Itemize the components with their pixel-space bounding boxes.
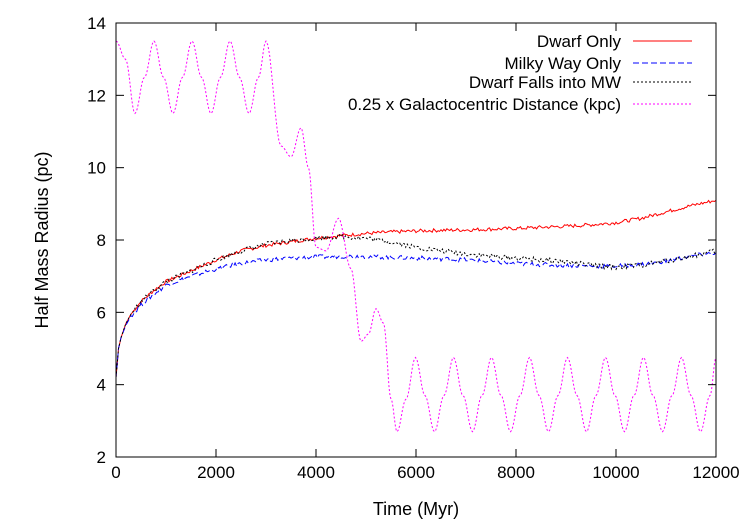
y-tick-label-4: 10: [87, 159, 106, 178]
x-tick-label-4: 8000: [497, 463, 535, 482]
x-tick-label-0: 0: [111, 463, 120, 482]
y-tick-label-2: 6: [97, 303, 106, 322]
series-line-4: [115, 40, 717, 433]
y-tick-label-0: 2: [97, 448, 106, 467]
y-tick-label-6: 14: [87, 14, 106, 33]
x-tick-label-3: 6000: [397, 463, 435, 482]
legend-label-1: Dwarf Only: [537, 32, 622, 51]
y-tick-label-5: 12: [87, 86, 106, 105]
x-tick-label-6: 12000: [692, 463, 739, 482]
x-tick-label-5: 10000: [592, 463, 639, 482]
plot-frame: [115, 22, 717, 458]
legend-label-4: 0.25 x Galactocentric Distance (kpc): [348, 95, 621, 114]
y-tick-label-1: 4: [97, 376, 106, 395]
x-axis-title: Time (Myr): [373, 499, 459, 519]
legend-label-2: Milky Way Only: [505, 54, 622, 73]
series-line-1: [115, 199, 717, 378]
legend-label-3: Dwarf Falls into MW: [469, 73, 621, 92]
x-tick-label-1: 2000: [197, 463, 235, 482]
y-tick-label-3: 8: [97, 231, 106, 250]
series-line-3: [115, 233, 717, 378]
series-layer: [115, 40, 717, 433]
y-axis-title: Half Mass Radius (pc): [32, 151, 52, 328]
axis-layer: 0 2000 4000 6000 8000 10000 12000 2 4 6 8 10 12 14: [87, 14, 740, 482]
series-line-2: [115, 251, 717, 378]
x-tick-label-2: 4000: [297, 463, 335, 482]
